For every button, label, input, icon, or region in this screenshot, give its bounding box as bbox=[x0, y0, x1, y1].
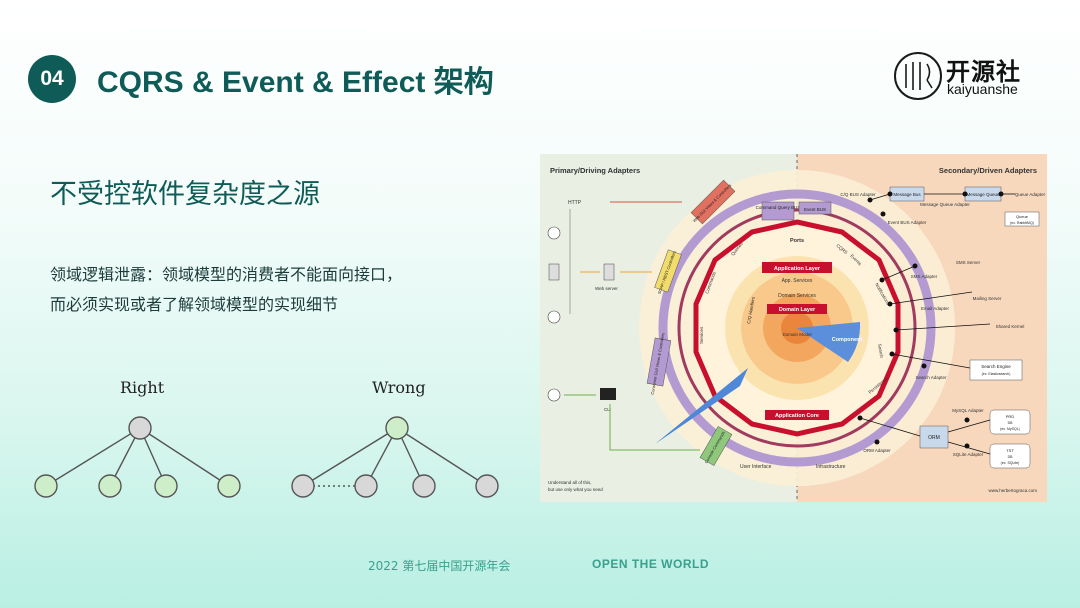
cli-icon bbox=[600, 388, 616, 400]
message-bus-label: Message Bus bbox=[893, 192, 921, 197]
description-line-1: 领域逻辑泄露：领域模型的消费者不能面向接口， bbox=[50, 265, 403, 284]
email-adapter-label: Email Adapter bbox=[921, 306, 950, 311]
user-smiley-icon bbox=[547, 388, 561, 402]
domain-services-label: Domain Services bbox=[778, 293, 816, 299]
search-engine-note: (ex. Elasticsearch) bbox=[982, 372, 1011, 376]
tst-label: TST bbox=[1006, 448, 1014, 453]
search-engine-label: Search Engine bbox=[981, 364, 1011, 369]
footer-slogan: OPEN THE WORLD bbox=[592, 557, 709, 571]
application-layer-label: Application Layer bbox=[774, 266, 821, 272]
prd-db-label: DB bbox=[1008, 421, 1014, 425]
message-queue-adapter-label: Message Queue Adapter bbox=[920, 202, 970, 207]
right-tree-leaf-node bbox=[217, 474, 241, 498]
wrong-tree bbox=[291, 416, 499, 498]
search-label: Search bbox=[877, 343, 884, 358]
right-tree-root-node bbox=[128, 416, 152, 440]
wrong-tree-label: Wrong bbox=[372, 378, 426, 397]
infrastructure-label: Infrastructure bbox=[816, 464, 846, 470]
sms-server-label: SMS Server bbox=[956, 260, 981, 265]
web-server-icon bbox=[603, 263, 615, 281]
footer-conference-year: 2022 第七届中国开源年会 bbox=[368, 559, 511, 573]
wrong-tree-leaf-node bbox=[354, 474, 378, 498]
cq-handlers-label: C/Q Handlers bbox=[746, 296, 756, 324]
http-label: HTTP bbox=[568, 200, 582, 206]
queue-label: Queue bbox=[1016, 214, 1029, 219]
page-title: CQRS & Event & Effect 架构 bbox=[97, 66, 494, 99]
queue-adapter-label: Queue Adapter bbox=[1015, 192, 1046, 197]
domain-layer-label: Domain Layer bbox=[779, 307, 816, 313]
shared-kernel-label: Shared Kernel bbox=[996, 324, 1025, 329]
wrong-tree-leaf-node bbox=[412, 474, 436, 498]
event-bus-adapter-label: Event BUS Adapter bbox=[888, 220, 927, 225]
search-adapter-label: Search Adapter bbox=[915, 375, 947, 380]
understand-line-1: Understand all of this, bbox=[548, 480, 592, 485]
architecture-diagram: Primary/Driving Adapters Secondary/Drive… bbox=[540, 154, 1047, 502]
tst-db-label: DB bbox=[1008, 455, 1014, 459]
source-url: www.herbertograca.com bbox=[988, 488, 1037, 493]
command-query-bus-label: Command Query BUS bbox=[756, 205, 801, 210]
app-services-label: App. Services bbox=[782, 278, 813, 284]
description-line-2: 而必须实现或者了解领域模型的实现细节 bbox=[50, 295, 339, 314]
primary-adapters-header: Primary/Driving Adapters bbox=[550, 166, 640, 175]
orm-label: ORM bbox=[928, 435, 940, 441]
cq-bus-adapter-label: C/Q BUS Adapter bbox=[840, 192, 876, 197]
wrong-tree-leaf-node bbox=[475, 474, 499, 498]
server-icon bbox=[548, 263, 560, 281]
sqlite-adapter-label: SQLite Adapter bbox=[953, 452, 984, 457]
description: 领域逻辑泄露：领域模型的消费者不能面向接口， 而必须实现或者了解领域模型的实现细… bbox=[50, 260, 480, 320]
wrong-tree-root-node bbox=[385, 416, 409, 440]
right-tree-leaf-node bbox=[98, 474, 122, 498]
cli-label: CLI bbox=[604, 407, 611, 412]
web-server-label: Web server bbox=[595, 286, 618, 291]
ports-label: Ports bbox=[790, 238, 804, 244]
prd-label: PRD bbox=[1006, 414, 1015, 419]
prd-note: (ex. MySQL) bbox=[1000, 427, 1020, 431]
sms-adapter-label: SMS Adapter bbox=[911, 274, 938, 279]
right-tree-leaf-node bbox=[154, 474, 178, 498]
secondary-adapters-header: Secondary/Driven Adapters bbox=[939, 166, 1037, 175]
right-tree-leaf-node bbox=[34, 474, 58, 498]
understand-line-2: but use only what you need bbox=[548, 487, 603, 492]
queue-note: (ex. RabbitMQ) bbox=[1010, 221, 1034, 225]
section-number-badge: 04 bbox=[28, 55, 76, 103]
user-smiley-icon bbox=[547, 310, 561, 324]
domain-model-label: Domain Model bbox=[782, 332, 811, 337]
user-smiley-icon bbox=[547, 226, 561, 240]
user-interface-label: User Interface bbox=[740, 464, 772, 470]
logo-english-text: kaiyuanshe bbox=[947, 81, 1018, 97]
right-tree-label: Right bbox=[120, 378, 165, 397]
right-tree bbox=[34, 416, 241, 498]
message-queue-label: Message Queue bbox=[966, 192, 1000, 197]
kaiyuanshe-logo: 开源社 kaiyuanshe bbox=[894, 52, 1054, 100]
orm-adapter-label: ORM Adapter bbox=[863, 448, 891, 453]
event-bus-label: Event BUS bbox=[804, 207, 826, 212]
section-subtitle: 不受控软件复杂度之源 bbox=[50, 179, 320, 210]
logo-emblem-icon bbox=[894, 52, 942, 100]
component-label: Component bbox=[832, 337, 863, 343]
tst-note: (ex. SQLite) bbox=[1001, 461, 1020, 465]
services-label: Services bbox=[699, 326, 704, 344]
wrong-tree-leaf-node bbox=[291, 474, 315, 498]
mysql-adapter-label: MySQL Adapter bbox=[952, 408, 984, 413]
mailing-server-label: Mailing Server bbox=[973, 296, 1002, 301]
logo-chinese-text: 开源社 bbox=[946, 58, 1021, 86]
application-core-label: Application Core bbox=[775, 413, 819, 419]
